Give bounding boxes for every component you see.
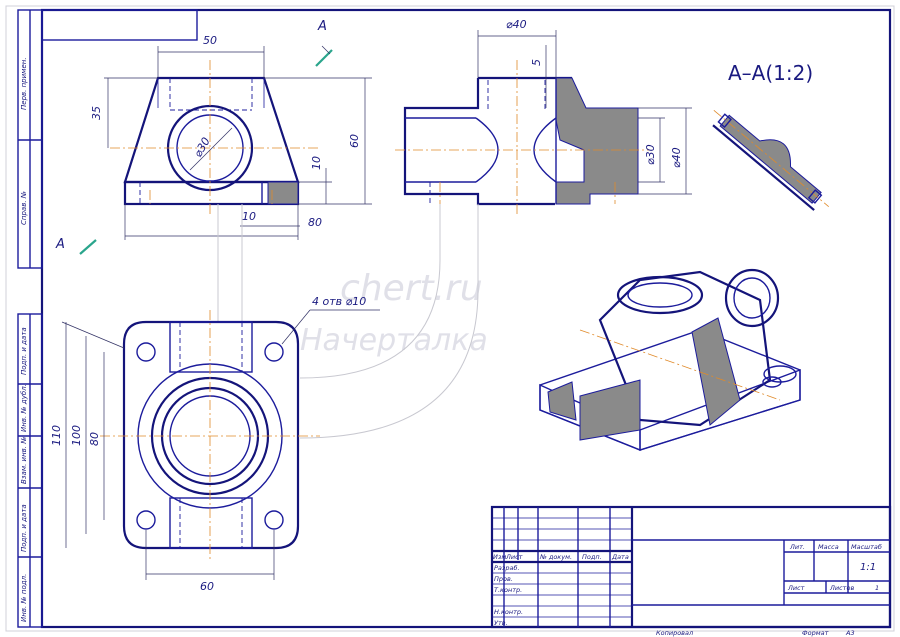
dim-height-35: 35 <box>90 106 103 120</box>
tb-header-data: Дата <box>611 553 629 561</box>
dim-flange-offset: 5 <box>530 59 543 66</box>
top-dimensions: 110 100 80 60 4 отв ⌀10 <box>50 295 380 593</box>
format-value: А3 <box>845 629 855 637</box>
front-view <box>110 60 320 215</box>
dim-outer-side-40: ⌀40 <box>670 147 683 168</box>
title-block: Изм Лист № докум. Подп. Дата Разраб. Про… <box>490 505 892 629</box>
tb-row-nkontr: Н.контр. <box>494 608 523 616</box>
dim-pipe-diameter-top: ⌀40 <box>506 18 527 31</box>
side-label-2: Подп. и дата <box>20 327 28 375</box>
tb-massa: Масса <box>818 543 839 551</box>
dim-top-width: 50 <box>203 34 217 47</box>
dim-bore-side-30: ⌀30 <box>644 144 657 165</box>
cut-label-top: A <box>317 19 327 34</box>
isometric-view <box>539 268 801 452</box>
top-stamp-box <box>41 9 198 41</box>
section-detail <box>712 109 829 211</box>
side-label-0: Перв. примен. <box>20 57 28 110</box>
side-view <box>395 60 650 215</box>
watermark: chert.ru Начерталка <box>300 268 488 358</box>
tb-row-utv: Утв. <box>494 619 508 627</box>
cut-mark-left: A <box>55 237 97 255</box>
tb-row-prov: Пров. <box>494 575 513 583</box>
side-dimensions: ⌀40 5 ⌀30 ⌀40 <box>477 18 692 195</box>
tb-lit: Лит. <box>789 543 805 551</box>
side-label-6: Инв. № подл. <box>20 574 28 622</box>
tb-scale-value: 1:1 <box>860 562 876 573</box>
tb-list: Лист <box>787 584 805 592</box>
dim-h100: 100 <box>70 425 83 446</box>
cut-label-left: A <box>55 237 65 252</box>
tb-row-tkontr: Т.контр. <box>494 586 522 594</box>
tb-masshtab: Масштаб <box>851 543 882 551</box>
side-label-1: Справ. № <box>20 191 28 225</box>
tb-header-izm: Изм <box>493 553 506 561</box>
top-view <box>100 310 320 560</box>
watermark-line-2: Начерталка <box>300 323 488 358</box>
copied-label: Копировал <box>656 629 693 637</box>
tb-header-list: Лист <box>505 553 523 561</box>
section-label: A–A(1:2) <box>728 61 813 85</box>
holes-note: 4 отв ⌀10 <box>312 295 366 308</box>
tb-listov: Листов <box>829 584 854 592</box>
front-dimensions: 50 35 ⌀30 60 10 80 10 <box>90 34 372 240</box>
dim-height-60: 60 <box>348 134 361 148</box>
dim-h80: 80 <box>88 432 101 446</box>
tb-listov-value: 1 <box>875 584 879 592</box>
side-label-3: Инв. № дубл. <box>20 384 28 432</box>
dim-eighty: 80 <box>308 216 322 229</box>
projection-lines <box>217 204 479 439</box>
dim-height-10: 10 <box>310 156 323 170</box>
side-label-4: Взам. инв. № <box>20 436 28 484</box>
dim-w60: 60 <box>200 580 214 593</box>
dim-ten-bottom: 10 <box>242 210 256 223</box>
dim-h110: 110 <box>50 425 63 446</box>
side-strip: Перв. примен. Справ. № Подп. и дата Инв.… <box>17 9 43 628</box>
format-label: Формат <box>802 629 829 637</box>
tb-header-doc: № докум. <box>539 553 572 561</box>
tb-header-podp: Подп. <box>582 553 602 561</box>
tb-row-razrab: Разраб. <box>494 564 520 572</box>
side-label-5: Подп. и дата <box>20 504 28 552</box>
cut-mark-top: A <box>315 19 333 67</box>
watermark-line-1: chert.ru <box>340 268 483 309</box>
